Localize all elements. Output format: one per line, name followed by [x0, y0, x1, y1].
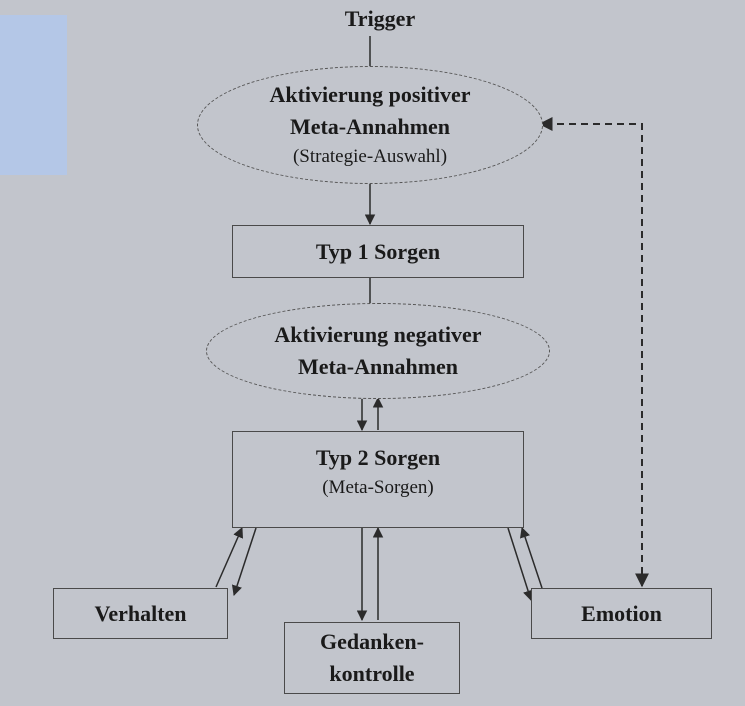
gedanken-line1: Gedanken-	[320, 629, 424, 654]
positive-meta-sub: (Strategie-Auswahl)	[292, 146, 448, 167]
gedanken-line2: kontrolle	[329, 661, 415, 686]
typ1-box: Typ 1 Sorgen	[232, 225, 524, 278]
trigger-label: Trigger	[344, 6, 416, 31]
gedankenkontrolle-box: Gedanken- kontrolle	[284, 622, 460, 694]
negative-meta-ellipse: Aktivierung negativer Meta-Annahmen	[206, 303, 550, 399]
arrow-typ2-to-verhalten	[231, 527, 257, 596]
positive-meta-line2: Meta-Annahmen	[289, 114, 451, 139]
emotion-box: Emotion	[531, 588, 712, 639]
verhalten-label: Verhalten	[94, 600, 187, 626]
verhalten-box: Verhalten	[53, 588, 228, 639]
emotion-label: Emotion	[581, 600, 662, 626]
negative-meta-line2: Meta-Annahmen	[297, 354, 459, 379]
accent-block	[0, 15, 67, 175]
negative-meta-line1: Aktivierung negativer	[274, 322, 482, 347]
positive-meta-line1: Aktivierung positiver	[269, 82, 471, 107]
dashed-feedback-emotion-to-positive	[538, 117, 649, 588]
typ2-title: Typ 2 Sorgen	[315, 445, 441, 470]
typ2-box: Typ 2 Sorgen (Meta-Sorgen)	[232, 431, 524, 528]
typ1-label: Typ 1 Sorgen	[315, 238, 441, 264]
positive-meta-ellipse: Aktivierung positiver Meta-Annahmen (Str…	[197, 66, 543, 184]
typ2-sub: (Meta-Sorgen)	[322, 477, 434, 498]
arrow-verhalten-to-typ2	[215, 527, 243, 588]
arrow-typ2-to-emotion	[507, 527, 534, 602]
